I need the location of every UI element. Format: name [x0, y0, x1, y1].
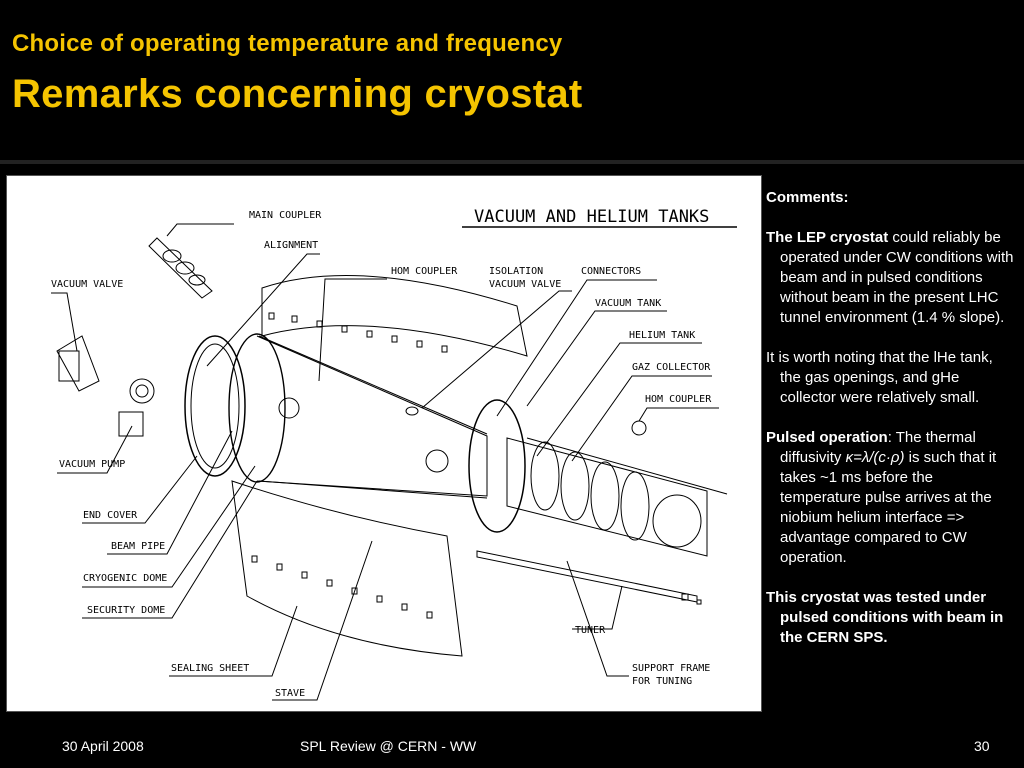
comments-heading: Comments:: [766, 189, 849, 206]
lower-shell-clips: [251, 555, 433, 619]
label-gaz-collector: GAZ COLLECTOR: [632, 362, 711, 373]
helium-tank-outline: [506, 437, 708, 557]
label-vacuum-tank: VACUUM TANK: [595, 298, 661, 309]
comment-kappa-formula: κ=λ/(c·ρ): [845, 449, 905, 466]
leader-main-coupler: [166, 223, 234, 237]
end-cover: [184, 335, 246, 477]
gaz-collector-pipe: [526, 437, 728, 495]
leader-hom-coupler: [318, 278, 387, 382]
cavity-cell-1: [530, 441, 560, 511]
leader-connectors: [496, 279, 657, 417]
label-connectors: CONNECTORS: [581, 266, 641, 277]
cryostat-drawing: VACUUM AND HELIUM TANKS MAIN COUPLER ALI…: [51, 207, 737, 701]
lower-shell: [231, 480, 463, 657]
label-isolation-vacuum-valve: VACUUM VALVE: [489, 279, 561, 290]
cavity-cell-2: [560, 451, 590, 521]
label-cryogenic-dome: CRYOGENIC DOME: [83, 573, 167, 584]
leader-hom-coupler-2: [638, 407, 719, 422]
comment-sps-test: This cryostat was tested under pulsed co…: [766, 589, 1004, 646]
leader-security-dome: [82, 480, 258, 619]
end-cover-inner: [190, 343, 240, 469]
leader-helium-tank: [536, 342, 702, 457]
label-main-coupler: MAIN COUPLER: [249, 210, 322, 221]
comment-pulsed-text-a: : The thermal diffusivity: [780, 429, 976, 466]
upper-shell: [261, 275, 528, 357]
label-vacuum-pump: VACUUM PUMP: [59, 459, 125, 470]
main-coupler-body: [148, 237, 213, 299]
leader-support-frame: [566, 560, 629, 677]
leader-isolation-valve: [421, 290, 572, 409]
footer-page-number: 30: [974, 738, 990, 754]
leader-vacuum-pump: [57, 425, 133, 474]
port-3: [405, 406, 419, 416]
port-1: [278, 397, 300, 419]
label-end-cover: END COVER: [83, 510, 138, 521]
footer-center: SPL Review @ CERN - WW: [300, 738, 477, 754]
slide-header: Choice of operating temperature and freq…: [0, 0, 1024, 158]
label-stave: STAVE: [275, 688, 305, 699]
comment-pulsed-bold: Pulsed operation: [766, 429, 888, 446]
label-beam-pipe: BEAM PIPE: [111, 541, 165, 552]
vacuum-pump-body: [118, 411, 144, 437]
cavity-cell-4: [620, 471, 650, 541]
port-2: [425, 449, 449, 473]
leader-cryogenic-dome: [82, 465, 256, 588]
comment-lep-bold: The LEP cryostat: [766, 229, 889, 246]
label-helium-tank: HELIUM TANK: [629, 330, 695, 341]
comment-lep-cryostat: The LEP cryostat could reliably be opera…: [766, 228, 1016, 328]
label-support-frame: SUPPORT FRAME: [632, 663, 710, 674]
leader-vacuum-valve: [51, 292, 78, 352]
comment-pulsed-operation: Pulsed operation: The thermal diffusivit…: [766, 428, 1016, 568]
leader-beam-pipe: [107, 430, 233, 555]
comment-lep-text: could reliably be operated under CW cond…: [780, 229, 1014, 326]
vacuum-tank-body: [256, 335, 488, 497]
label-vacuum-valve: VACUUM VALVE: [51, 279, 123, 290]
leader-vacuum-tank: [526, 310, 667, 407]
leader-sealing-sheet: [169, 605, 298, 677]
label-alignment: ALIGNMENT: [264, 240, 318, 251]
tank-end: [652, 494, 702, 548]
comments-panel: Comments: The LEP cryostat could reliabl…: [766, 188, 1016, 668]
hom-coupler-2-body: [631, 420, 647, 436]
slide-title: Remarks concerning cryostat: [12, 72, 583, 116]
leader-tuner: [572, 585, 623, 630]
leader-end-cover: [82, 455, 198, 524]
tuner-bar: [476, 550, 698, 603]
slide-subtitle: Choice of operating temperature and freq…: [12, 30, 563, 57]
label-hom-coupler-1: HOM COUPLER: [391, 266, 458, 277]
footer-date: 30 April 2008: [62, 738, 144, 754]
leader-alignment: [206, 253, 320, 367]
comment-lhe-tank: It is worth noting that the lHe tank, th…: [766, 349, 993, 406]
vacuum-tank-left-end: [228, 333, 286, 483]
flange-ring: [468, 399, 526, 533]
comment-pulsed-text-b: is such that it takes ~1 ms before the t…: [780, 449, 997, 566]
leader-stave: [272, 540, 373, 701]
label-security-dome: SECURITY DOME: [87, 605, 165, 616]
label-tuner: TUNER: [575, 625, 606, 636]
header-divider: [0, 160, 1024, 164]
label-hom-coupler-2: HOM COUPLER: [645, 394, 712, 405]
label-for-tuning: FOR TUNING: [632, 676, 692, 687]
leader-gaz-collector: [571, 375, 712, 462]
label-isolation: ISOLATION: [489, 266, 543, 277]
label-sealing-sheet: SEALING SHEET: [171, 663, 249, 674]
upper-shell-clips: [268, 312, 448, 353]
diagram-title: VACUUM AND HELIUM TANKS: [474, 207, 709, 227]
vacuum-valve-body: [58, 350, 80, 382]
cryostat-diagram: VACUUM AND HELIUM TANKS MAIN COUPLER ALI…: [6, 175, 762, 712]
cavity-cell-3: [590, 461, 620, 531]
